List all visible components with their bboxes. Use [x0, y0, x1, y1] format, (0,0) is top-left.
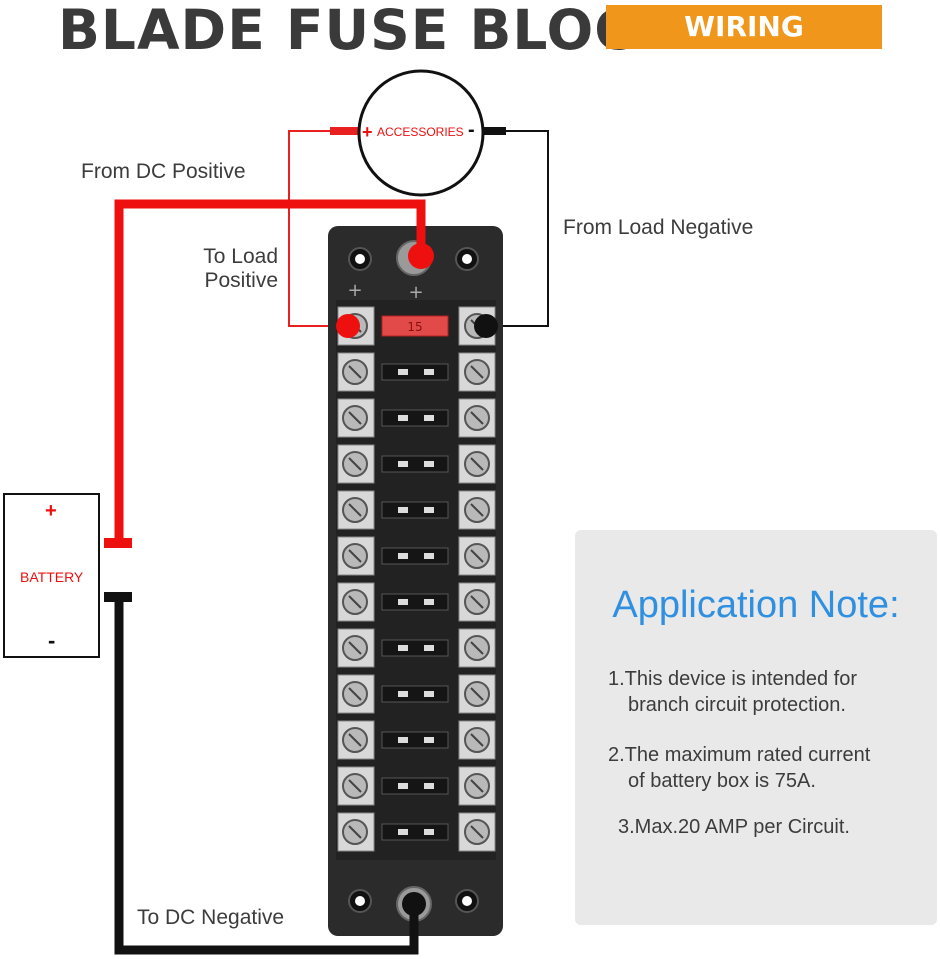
fuse-slot — [381, 639, 449, 657]
label-to-dc-negative: To DC Negative — [137, 906, 285, 929]
fuse-slot — [381, 501, 449, 519]
screw-slot — [348, 779, 362, 793]
note-line-2: branch circuit protection. — [628, 694, 846, 716]
fuse-contact — [424, 691, 434, 697]
application-note-title: Application Note: — [612, 584, 900, 626]
screw-slot — [470, 825, 484, 839]
fuse-slot — [381, 593, 449, 611]
screw-slot — [470, 503, 484, 517]
fuse-contact — [424, 599, 434, 605]
fuse-contact — [424, 829, 434, 835]
accessories-minus: - — [468, 119, 475, 141]
fuse-contact — [424, 553, 434, 559]
accessories-load — [357, 69, 485, 197]
accessory-negative-lug — [482, 127, 506, 135]
load-positive-terminal-dot — [336, 314, 360, 338]
screw-slot — [348, 549, 362, 563]
fuse-contact — [398, 599, 408, 605]
fuse-contact — [424, 415, 434, 421]
fuse-contact — [398, 645, 408, 651]
fuse-contact — [398, 553, 408, 559]
note-line-4: of battery box is 75A. — [628, 770, 816, 792]
fuse-contact — [398, 369, 408, 375]
screw-slot — [348, 687, 362, 701]
fuse-slot — [381, 455, 449, 473]
screw-slot — [470, 687, 484, 701]
fuse-contact — [424, 783, 434, 789]
fuse-contact — [424, 369, 434, 375]
wiring-diagram-badge: WIRING DIAGRAM — [606, 5, 882, 87]
fuse-contact — [398, 461, 408, 467]
battery-positive-lug — [104, 538, 132, 548]
label-from-load-negative: From Load Negative — [563, 216, 754, 239]
screw-slot — [348, 825, 362, 839]
screw-slot — [348, 595, 362, 609]
screw-slot — [470, 595, 484, 609]
application-note-panel — [575, 530, 937, 925]
fuse-contact — [424, 737, 434, 743]
note-line-5: 3.Max.20 AMP per Circuit. — [618, 816, 850, 838]
accessories-plus: + — [362, 122, 373, 142]
accessory-positive-wire — [288, 130, 338, 327]
accessories-label: ACCESSORIES — [377, 125, 464, 139]
fuse-slot — [381, 823, 449, 841]
label-from-dc-positive: From DC Positive — [81, 160, 246, 183]
screw-slot — [470, 779, 484, 793]
block-plus-mark-center: + — [408, 282, 423, 303]
screw-slot — [470, 411, 484, 425]
screw-slot — [348, 641, 362, 655]
note-line-1: 1.This device is intended for — [608, 668, 858, 690]
block-plus-mark-left: + — [347, 280, 362, 301]
screw-slot — [470, 733, 484, 747]
fuse-slot — [381, 363, 449, 381]
fuse-block: + + 15 — [328, 226, 503, 936]
fuse-contact — [398, 415, 408, 421]
page-title: BLADE FUSE BLOCK — [58, 0, 680, 62]
screw-slot — [470, 641, 484, 655]
screw-slot — [348, 411, 362, 425]
screw-slot — [470, 365, 484, 379]
fuse-slot — [381, 547, 449, 565]
fuse-contact — [398, 691, 408, 697]
dc-positive-wire — [114, 199, 426, 546]
fuse-slot — [381, 409, 449, 427]
bottom-stud-negative-terminal — [402, 892, 426, 916]
fuse-contact — [398, 737, 408, 743]
screw-slot — [348, 503, 362, 517]
screw-slot — [348, 365, 362, 379]
top-fuse-label: 15 — [407, 320, 422, 334]
battery-minus: - — [48, 628, 56, 653]
screw-slot — [348, 457, 362, 471]
fuse-slot — [381, 731, 449, 749]
label-to-load-positive-2: Positive — [204, 269, 278, 292]
screw-slot — [470, 457, 484, 471]
screw-slot — [348, 733, 362, 747]
accessory-positive-lug — [330, 127, 360, 135]
note-line-3: 2.The maximum rated current — [608, 744, 871, 766]
battery-negative-lug — [104, 592, 132, 602]
fuse-slot — [381, 777, 449, 795]
load-negative-terminal-dot — [474, 314, 498, 338]
battery — [3, 493, 100, 658]
fuse-contact — [398, 783, 408, 789]
fuse-slot — [381, 685, 449, 703]
top-stud-positive-terminal — [408, 243, 434, 269]
dc-negative-wire — [114, 597, 419, 955]
battery-plus: + — [45, 500, 57, 522]
fuse-contact — [398, 507, 408, 513]
fuse-contact — [398, 829, 408, 835]
battery-label: BATTERY — [20, 569, 84, 585]
fuse-contact — [424, 645, 434, 651]
accessory-negative-wire — [495, 130, 549, 327]
fuse-contact — [424, 461, 434, 467]
screw-slot — [470, 549, 484, 563]
fuse-contact — [424, 507, 434, 513]
label-to-load-positive-1: To Load — [203, 245, 278, 268]
